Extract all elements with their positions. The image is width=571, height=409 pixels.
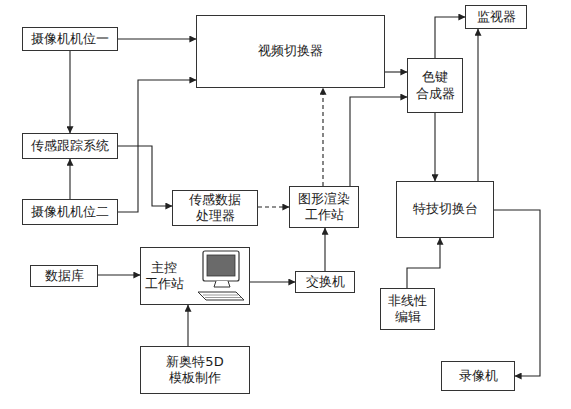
connector bbox=[69, 159, 70, 199]
connector bbox=[350, 97, 407, 186]
label-line: 编辑 bbox=[388, 309, 427, 325]
label-line: 交换机 bbox=[306, 274, 345, 290]
label-line: 工作站 bbox=[145, 276, 184, 292]
label-line: 合成器 bbox=[416, 86, 455, 102]
box-label: 图形渲染 工作站 bbox=[298, 191, 350, 224]
label-line: 处理器 bbox=[189, 208, 241, 224]
box-label: 非线性 编辑 bbox=[388, 293, 427, 326]
label-line: 监视器 bbox=[477, 9, 516, 25]
process-box: 录像机 bbox=[441, 361, 515, 391]
connector bbox=[118, 146, 172, 206]
box-label: 数据库 bbox=[45, 268, 84, 284]
connector bbox=[494, 210, 540, 376]
process-box: 数据库 bbox=[30, 265, 98, 287]
process-box: 色键 合成器 bbox=[407, 58, 463, 113]
label-line: 传感跟踪系统 bbox=[31, 138, 109, 154]
box-label: 视频切换器 bbox=[258, 43, 323, 59]
connector bbox=[250, 281, 295, 282]
box-label: 传感跟踪系统 bbox=[31, 138, 109, 154]
connector bbox=[69, 51, 70, 133]
connector bbox=[434, 113, 435, 181]
label-line: 视频切换器 bbox=[258, 43, 323, 59]
process-box: 传感跟踪系统 bbox=[22, 133, 118, 159]
box-label: 交换机 bbox=[306, 274, 345, 290]
connector bbox=[258, 206, 289, 207]
box-label: 传感数据 处理器 bbox=[189, 192, 241, 225]
connector bbox=[322, 88, 323, 186]
connector bbox=[435, 17, 465, 58]
connector bbox=[98, 274, 140, 275]
box-label: 色键 合成器 bbox=[416, 69, 455, 102]
box-label: 录像机 bbox=[459, 368, 498, 384]
connector bbox=[187, 305, 188, 346]
process-box: 图形渲染 工作站 bbox=[289, 186, 359, 228]
label-line: 非线性 bbox=[388, 293, 427, 309]
label-line: 数据库 bbox=[45, 268, 84, 284]
process-box: 新奥特5D 模板制作 bbox=[140, 346, 250, 394]
connector bbox=[407, 238, 440, 288]
box-label: 监视器 bbox=[477, 9, 516, 25]
connector bbox=[477, 29, 478, 181]
label-line: 主控 bbox=[145, 260, 184, 276]
process-box: 非线性 编辑 bbox=[380, 288, 435, 330]
box-label: 新奥特5D 模板制作 bbox=[166, 354, 223, 387]
connector bbox=[324, 228, 325, 271]
label-line: 新奥特5D bbox=[166, 354, 223, 370]
label-line: 摄像机机位一 bbox=[31, 31, 109, 47]
label-line: 传感数据 bbox=[189, 192, 241, 208]
label-line: 色键 bbox=[416, 69, 455, 85]
label-line: 图形渲染 bbox=[298, 191, 350, 207]
process-box: 传感数据 处理器 bbox=[172, 190, 258, 226]
connector bbox=[118, 38, 196, 39]
box-label: 摄像机机位一 bbox=[31, 31, 109, 47]
box-label: 主控 工作站 bbox=[145, 260, 184, 293]
process-box: 交换机 bbox=[295, 271, 355, 293]
label-line: 模板制作 bbox=[166, 370, 223, 386]
process-box: 监视器 bbox=[465, 5, 527, 29]
process-box: 摄像机机位二 bbox=[22, 199, 118, 225]
box-label: 摄像机机位二 bbox=[31, 204, 109, 220]
process-box: 主控 工作站 bbox=[140, 247, 250, 305]
connector bbox=[385, 71, 407, 72]
label-line: 录像机 bbox=[459, 368, 498, 384]
box-label: 特技切换台 bbox=[413, 201, 478, 217]
process-box: 特技切换台 bbox=[396, 181, 494, 238]
process-box: 摄像机机位一 bbox=[22, 27, 118, 51]
label-line: 特技切换台 bbox=[413, 201, 478, 217]
label-line: 摄像机机位二 bbox=[31, 204, 109, 220]
label-line: 工作站 bbox=[298, 207, 350, 223]
process-box: 视频切换器 bbox=[196, 15, 385, 88]
